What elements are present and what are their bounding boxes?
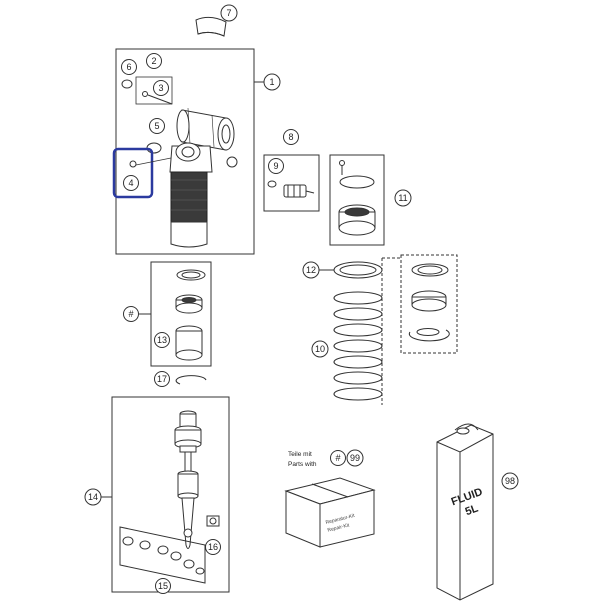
part-17-circlip <box>175 375 207 385</box>
svg-text:99: 99 <box>350 453 360 463</box>
callout-4[interactable]: 4 <box>123 175 139 191</box>
svg-text:11: 11 <box>398 193 407 203</box>
callout-14[interactable]: 14 <box>84 488 102 506</box>
callout-98[interactable]: 98 <box>501 472 519 490</box>
highlight-part-4[interactable] <box>112 147 154 199</box>
callout-1[interactable]: 1 <box>263 73 281 91</box>
part-15-washers <box>122 536 205 575</box>
callout-6[interactable]: 6 <box>121 59 137 75</box>
main-shock-box <box>115 48 255 255</box>
callout-8[interactable]: 8 <box>283 129 299 145</box>
svg-text:2: 2 <box>151 56 156 66</box>
part-15-washer-strip <box>119 526 206 584</box>
callout-12[interactable]: 12 <box>302 261 320 279</box>
svg-text:#: # <box>128 309 133 319</box>
svg-text:9: 9 <box>273 161 278 171</box>
box-part-11 <box>329 154 385 246</box>
callout-2[interactable]: 2 <box>146 53 162 69</box>
part-6-bushing <box>121 79 133 89</box>
note-parts-en: Parts with <box>288 461 317 468</box>
part-damper-body <box>170 171 208 248</box>
callout-hash[interactable]: # <box>123 306 139 322</box>
svg-text:15: 15 <box>158 581 168 591</box>
callout-7[interactable]: 7 <box>220 4 238 22</box>
part-4-nut <box>129 160 137 168</box>
part-10-spring <box>333 291 383 401</box>
dashed-box-spring-seats <box>400 254 458 354</box>
svg-text:6: 6 <box>126 62 131 72</box>
box-part-14 <box>111 396 230 593</box>
svg-text:12: 12 <box>306 265 316 275</box>
part-14-piston-rod <box>174 410 202 549</box>
svg-text:5: 5 <box>154 121 159 131</box>
can-label-volume: 5L <box>464 502 480 518</box>
callout-hash-99[interactable]: # 99 <box>330 449 364 467</box>
svg-text:16: 16 <box>208 542 218 552</box>
part-11-retainer <box>338 160 376 236</box>
part-16-bolt <box>206 515 220 527</box>
svg-text:10: 10 <box>315 344 325 354</box>
svg-text:13: 13 <box>157 335 167 345</box>
part-spring-seats <box>408 263 450 342</box>
svg-text:14: 14 <box>88 492 98 502</box>
part-3-bolt <box>142 91 173 105</box>
callout-5[interactable]: 5 <box>149 118 165 134</box>
svg-text:#: # <box>335 453 340 463</box>
part-shock-head <box>169 142 238 173</box>
fluid-can <box>436 423 494 601</box>
part-7-cap <box>195 16 227 37</box>
callout-10[interactable]: 10 <box>311 340 329 358</box>
part-13-seals <box>175 269 206 361</box>
part-9-valve <box>267 180 315 198</box>
svg-text:17: 17 <box>157 374 167 384</box>
callout-3[interactable]: 3 <box>153 80 169 96</box>
callout-9[interactable]: 9 <box>268 158 284 174</box>
svg-text:98: 98 <box>505 476 515 486</box>
svg-text:8: 8 <box>288 132 293 142</box>
svg-text:1: 1 <box>269 77 274 87</box>
callout-15[interactable]: 15 <box>155 578 171 594</box>
kit-label-en: Repair-Kit <box>327 522 351 533</box>
repair-kit-box <box>284 477 376 548</box>
svg-text:4: 4 <box>128 178 133 188</box>
callout-11[interactable]: 11 <box>394 189 412 207</box>
svg-text:3: 3 <box>158 83 163 93</box>
callout-16[interactable]: 16 <box>205 539 221 555</box>
svg-text:7: 7 <box>226 8 231 18</box>
callout-13[interactable]: 13 <box>154 332 170 348</box>
sub-box-2-3 <box>135 76 173 105</box>
callout-17[interactable]: 17 <box>154 371 170 387</box>
box-part-8 <box>263 154 320 212</box>
part-reservoir <box>176 107 235 151</box>
note-parts-de: Teile mit <box>288 451 312 458</box>
part-12-ring <box>333 261 383 279</box>
